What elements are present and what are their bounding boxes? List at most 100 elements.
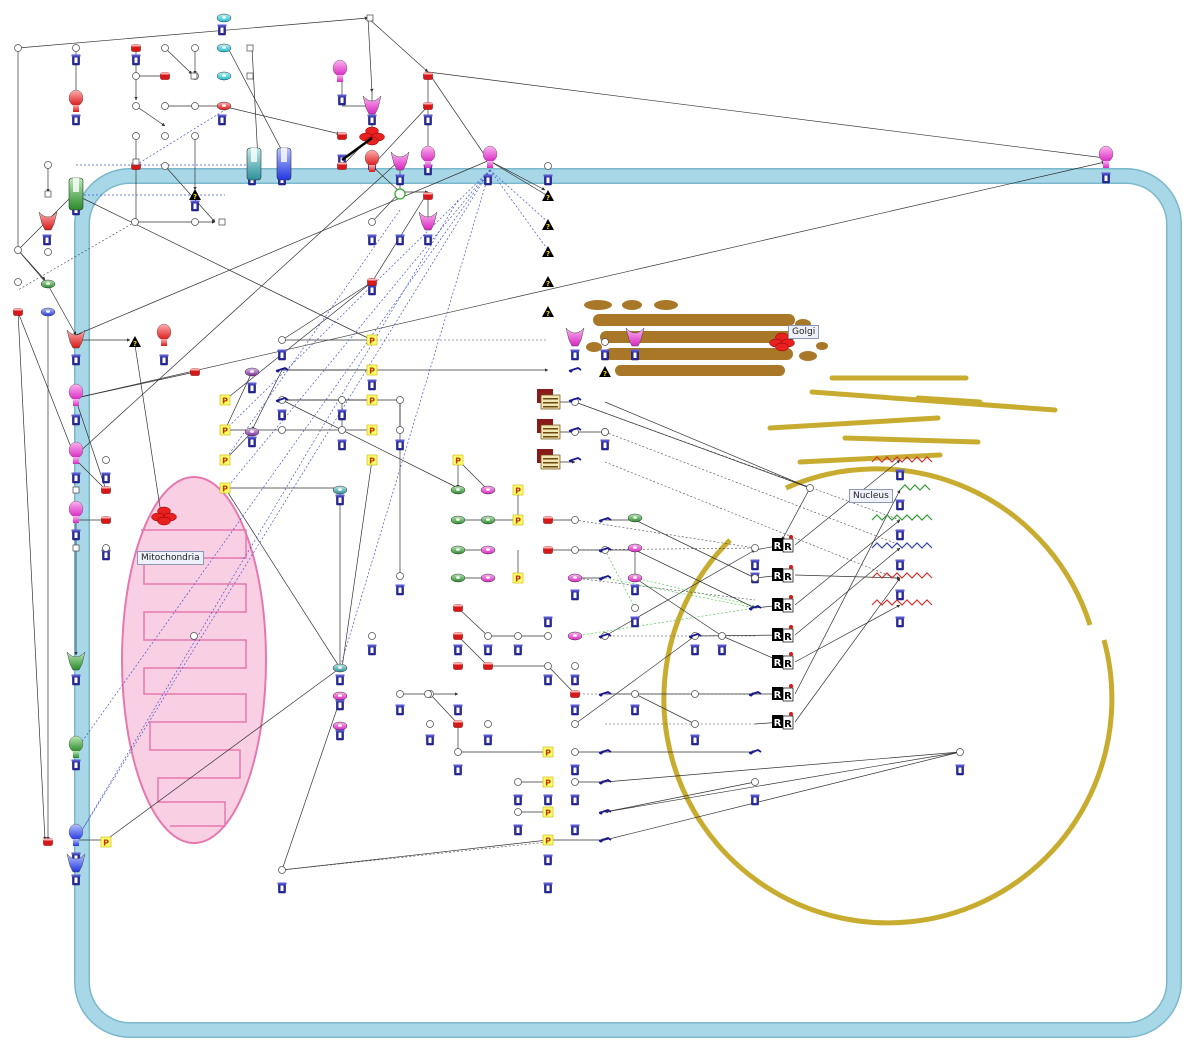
trash-bin-icon (423, 234, 433, 246)
trash-bin-icon (483, 734, 493, 746)
protein-oval-node (450, 485, 466, 495)
trash-bin-icon (630, 616, 640, 628)
protein-oval-node (567, 573, 583, 583)
trash-bin-icon (955, 764, 965, 776)
receptor-node (362, 95, 382, 115)
trash-bin-icon (277, 409, 287, 421)
state-node (191, 102, 199, 110)
state-node (956, 748, 964, 756)
ligand-node (68, 441, 84, 464)
state-node (14, 246, 22, 254)
state-node (161, 132, 169, 140)
state-node (751, 574, 759, 582)
unknown-node: ? (542, 306, 554, 318)
state-node (368, 218, 376, 226)
small-molecule-node (598, 633, 612, 639)
protein-oval-node (332, 663, 348, 673)
trash-bin-icon (600, 349, 610, 361)
ligand-node (68, 823, 84, 846)
receptor-node (565, 327, 585, 347)
receptor-node (38, 211, 58, 231)
receptor-glyph-right: R (784, 572, 792, 583)
phospho-glyph: P (545, 837, 551, 846)
channel-node (68, 177, 84, 211)
trash-bin-icon (131, 54, 141, 66)
small-molecule-node (748, 749, 762, 755)
process-node (366, 14, 374, 22)
state-node (718, 632, 726, 640)
nucleus-label: Nucleus (849, 489, 893, 503)
phospho-glyph: P (222, 485, 228, 494)
small-molecule-node (688, 633, 702, 639)
process-node (246, 44, 254, 52)
unknown-glyph: ? (546, 280, 550, 288)
receptor-glyph-left: R (774, 718, 782, 729)
trash-bin-icon (570, 794, 580, 806)
process-node (72, 486, 80, 494)
small-molecule-node (568, 397, 582, 403)
state-node (424, 690, 432, 698)
dotted-gray-edges (17, 221, 901, 871)
trash-bin-icon (453, 704, 463, 716)
unknown-glyph: ? (546, 250, 550, 258)
state-node (368, 632, 376, 640)
unknown-node: ? (542, 190, 554, 202)
trash-bin-icon (217, 24, 227, 36)
trash-bin-icon (217, 114, 227, 126)
red-protein-node (337, 162, 347, 170)
phosphorylation-node: P (512, 514, 524, 526)
phosphorylation-node: P (542, 806, 554, 818)
protein-oval-node (480, 545, 496, 555)
trash-bin-icon (425, 734, 435, 746)
phospho-glyph: P (369, 397, 375, 406)
state-node (514, 778, 522, 786)
protein-oval-node (480, 515, 496, 525)
trash-bin-icon (513, 644, 523, 656)
state-node (544, 162, 552, 170)
small-molecule-node (568, 457, 582, 463)
trash-bin-icon (71, 54, 81, 66)
process-node (132, 158, 140, 166)
phosphorylation-node: P (219, 482, 231, 494)
state-node (571, 748, 579, 756)
trash-bin-icon (570, 674, 580, 686)
trash-bin-icon (690, 644, 700, 656)
red-protein-node (543, 516, 553, 524)
phospho-glyph: P (222, 457, 228, 466)
trash-bin-icon (543, 794, 553, 806)
trash-bin-icon (895, 589, 905, 601)
trash-bin-icon (71, 354, 81, 366)
dotted-blue-edges (75, 107, 549, 841)
ligand-node (1098, 145, 1114, 168)
receptor-glyph-right: R (784, 632, 792, 643)
receptor-glyph-left: R (774, 541, 782, 552)
state-node (161, 44, 169, 52)
trash-bin-icon (513, 824, 523, 836)
state-node (601, 428, 609, 436)
protein-oval-node (244, 367, 260, 377)
unknown-glyph: ? (546, 310, 550, 318)
trash-bin-icon (101, 472, 111, 484)
trash-bin-icon (247, 436, 257, 448)
trash-bin-icon (717, 644, 727, 656)
trash-bin-icon (395, 439, 405, 451)
phospho-glyph: P (222, 397, 228, 406)
phosphorylation-node: P (542, 834, 554, 846)
phosphorylation-node: P (366, 334, 378, 346)
trash-bin-icon (750, 794, 760, 806)
receptor-node (390, 151, 410, 171)
protein-oval-node (332, 485, 348, 495)
mitochondria (121, 476, 267, 844)
trash-bin-icon (570, 349, 580, 361)
unknown-node: ? (599, 366, 611, 378)
phosphorylation-node: P (542, 746, 554, 758)
protein-oval-node (450, 573, 466, 583)
trash-bin-icon (337, 439, 347, 451)
trash-bin-icon (543, 174, 553, 186)
dotted-green-edges (574, 549, 756, 637)
small-molecule-node (568, 367, 582, 373)
protein-oval-node (40, 279, 56, 289)
